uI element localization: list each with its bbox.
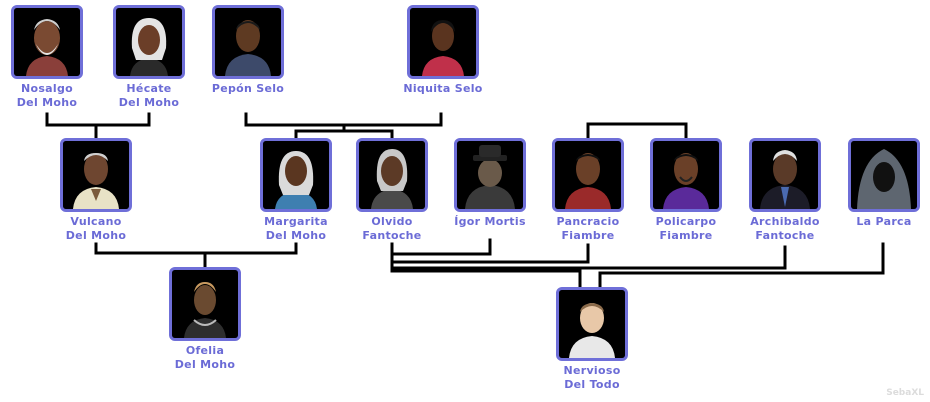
portrait-nosalgo [11, 5, 83, 79]
name-line1: Vulcano [70, 215, 122, 228]
portrait-pepon [212, 5, 284, 79]
name-line1: Pancracio [556, 215, 620, 228]
name-line1: Nervioso [563, 364, 621, 377]
name-line2: Del Moho [174, 358, 236, 371]
watermark: SebaXL [886, 388, 924, 398]
name-line1: Margarita [264, 215, 328, 228]
portrait-parca [848, 138, 920, 212]
name-line2: Fantoche [362, 229, 422, 242]
name-line1: Nosalgo [20, 82, 74, 95]
name-line2: Del Moho [65, 229, 127, 242]
portrait-olvido [356, 138, 428, 212]
name-line1: Olvido [371, 215, 413, 228]
portrait-niquita [407, 5, 479, 79]
portrait-archibaldo [749, 138, 821, 212]
portrait-pancracio [552, 138, 624, 212]
name-line1: Archibaldo [750, 215, 820, 228]
portrait-ofelia [169, 267, 241, 341]
portrait-margarita [260, 138, 332, 212]
name-line1: Niquita Selo [403, 82, 483, 95]
name-line2: Del Moho [118, 96, 180, 109]
person-niquita[interactable]: Niquita Selo [393, 5, 493, 96]
name-line2: Fiambre [561, 229, 615, 242]
name-line2: Del Moho [16, 96, 78, 109]
name-line1: Ígor Mortis [454, 215, 526, 228]
portrait-policarpo [650, 138, 722, 212]
person-parca[interactable]: La Parca [834, 138, 930, 229]
portrait-nervioso [556, 287, 628, 361]
person-igor[interactable]: Ígor Mortis [440, 138, 540, 229]
name-line1: Ofelia [185, 344, 225, 357]
name-line2: Fantoche [755, 229, 815, 242]
name-line1: La Parca [856, 215, 912, 228]
name-line1: Pepón Selo [211, 82, 285, 95]
portrait-hecate [113, 5, 185, 79]
name-line2: Del Todo [564, 378, 620, 391]
portrait-igor [454, 138, 526, 212]
name-line1: Policarpo [655, 215, 717, 228]
name-line2: Fiambre [659, 229, 713, 242]
name-line2: Del Moho [265, 229, 327, 242]
person-pepon[interactable]: Pepón Selo [198, 5, 298, 96]
name-line1: Hécate [126, 82, 172, 95]
portrait-vulcano [60, 138, 132, 212]
